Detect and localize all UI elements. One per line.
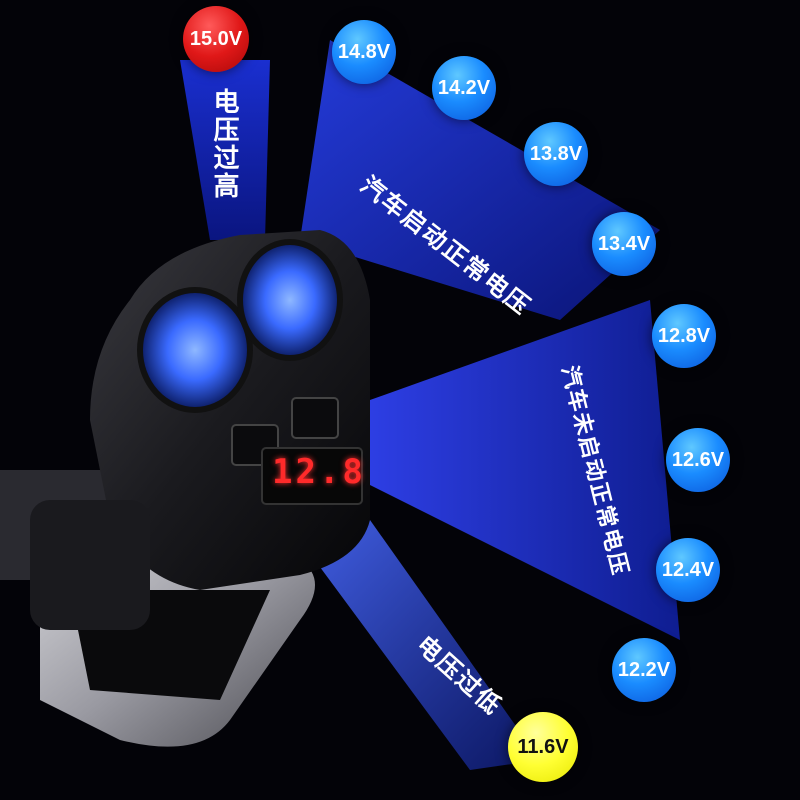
bubble-14-8: 14.8V <box>332 20 396 84</box>
beam-under-voltage <box>300 520 540 770</box>
socket-right <box>237 239 343 361</box>
display-reading: 12.8 <box>272 452 366 492</box>
bubble-11-6: 11.6V <box>508 712 578 782</box>
bubble-12-4: 12.4V <box>656 538 720 602</box>
bubble-13-8: 13.8V <box>524 122 588 186</box>
bubble-12-2: 12.2V <box>612 638 676 702</box>
beam-start-voltage <box>300 40 660 320</box>
beam-off-voltage <box>360 300 680 640</box>
plug-stem <box>30 500 150 630</box>
beam-over-voltage <box>180 60 270 240</box>
bubble-12-8: 12.8V <box>652 304 716 368</box>
bubble-14-2: 14.2V <box>432 56 496 120</box>
bubble-13-4: 13.4V <box>592 212 656 276</box>
bubble-12-6: 12.6V <box>666 428 730 492</box>
socket-left <box>137 287 253 413</box>
usb-port-right <box>291 397 339 439</box>
bubble-15-0: 15.0V <box>183 6 249 72</box>
voltage-display <box>261 447 363 505</box>
label-over-voltage: 电压过高 <box>209 88 239 200</box>
